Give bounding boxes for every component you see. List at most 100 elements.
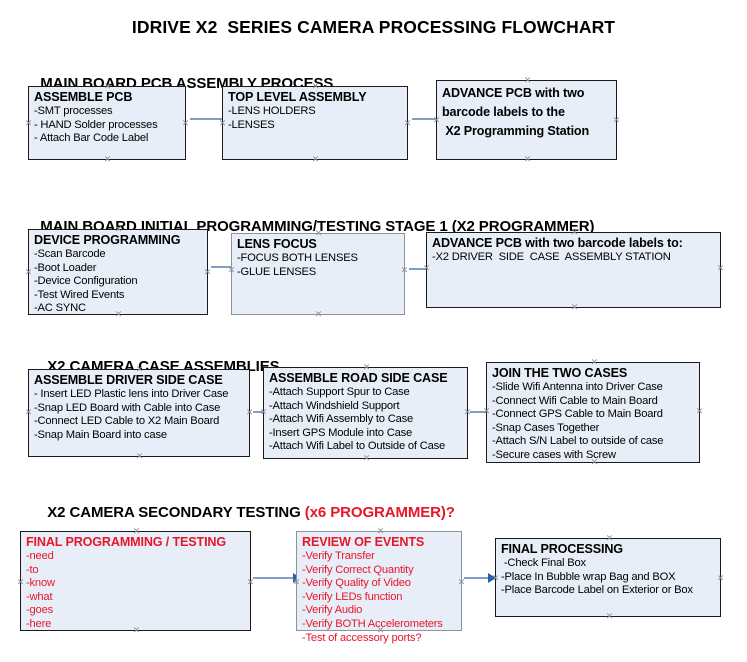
handle-icon[interactable]: ✕ [612, 115, 621, 125]
box-line: - Insert LED Plastic lens into Driver Ca… [34, 388, 229, 400]
handle-icon[interactable]: ✕ [716, 573, 725, 583]
handle-icon[interactable]: ✕ [24, 267, 33, 277]
handle-icon[interactable]: ✕ [227, 265, 236, 275]
box-line: -Check Final Box [501, 557, 586, 569]
box-line: -Attach Support Spur to Case [269, 386, 410, 398]
box-line: -LENSES [228, 118, 275, 131]
box-line: -Connect Wifi Cable to Main Board [492, 394, 658, 407]
handle-icon[interactable]: ✕ [716, 263, 725, 273]
box-advance-pcb-2[interactable]: ADVANCE PCB with two barcode labels to: … [423, 228, 725, 312]
handle-icon[interactable]: ✕ [218, 118, 227, 128]
box-title: LENS FOCUS [237, 237, 317, 251]
box-line: -Attach Wifi Label to Outside of Case [269, 440, 446, 453]
box-line: -SMT processes [34, 105, 113, 117]
box-line: -need [26, 550, 54, 562]
box-line: -Test Wired Events [34, 288, 125, 301]
box-line: -Secure cases with Screw [492, 448, 616, 461]
box-line: -Verify BOTH Accelerometers [302, 617, 443, 630]
box-line: -Insert GPS Module into Case [269, 426, 413, 439]
box-line: -Verify Correct Quantity [302, 563, 414, 576]
box-title: ASSEMBLE DRIVER SIDE CASE [34, 373, 223, 387]
box-title: FINAL PROGRAMMING / TESTING [26, 535, 227, 549]
box-line: -to [26, 563, 39, 576]
handle-icon[interactable]: ✕ [523, 154, 532, 164]
handle-icon[interactable]: ✕ [245, 407, 254, 417]
handle-icon[interactable]: ✕ [695, 406, 704, 416]
box-line: -goes [26, 604, 53, 617]
box-title: TOP LEVEL ASSEMBLY [228, 90, 367, 104]
box-line: -Verify Quality of Video [302, 577, 411, 590]
box-line: -here [26, 617, 52, 630]
handle-icon[interactable]: ✕ [259, 407, 268, 417]
connector-line [253, 577, 295, 579]
box-title: DEVICE PROGRAMMING [34, 233, 181, 247]
box-line: -Connect GPS Cable to Main Board [492, 408, 663, 421]
handle-icon[interactable]: ✕ [314, 309, 323, 319]
handle-icon[interactable]: ✕ [362, 453, 371, 463]
box-line: -Device Configuration [34, 275, 138, 288]
box-line: -AC SYNC [34, 302, 86, 315]
box-top-level-assembly[interactable]: TOP LEVEL ASSEMBLY -LENS HOLDERS -LENSES… [219, 82, 412, 164]
box-line: -Slide Wifi Antenna into Driver Case [492, 381, 663, 393]
box-line: -Place In Bubble wrap Bag and BOX [501, 570, 676, 583]
box-line: -Place Barcode Label on Exterior or Box [501, 584, 693, 597]
handle-icon[interactable]: ✕ [463, 407, 472, 417]
box-line: -X2 DRIVER SIDE CASE ASSEMBLY STATION [432, 251, 671, 263]
box-line: -Snap Main Board into case [34, 428, 167, 441]
connector-arrow [464, 572, 498, 584]
box-title: ADVANCE PCB with two barcode labels to t… [442, 86, 589, 138]
handle-icon[interactable]: ✕ [246, 577, 255, 587]
box-final-processing[interactable]: FINAL PROCESSING -Check Final Box -Place… [492, 534, 725, 621]
handle-icon[interactable]: ✕ [482, 406, 491, 416]
box-line: -Boot Loader [34, 261, 97, 274]
box-line: -Snap LED Board with Cable into Case [34, 401, 221, 414]
box-line: -Attach Wifi Assembly to Case [269, 413, 414, 426]
handle-icon[interactable]: ✕ [432, 115, 441, 125]
box-line: -Snap Cases Together [492, 421, 600, 434]
handle-icon[interactable]: ✕ [491, 573, 500, 583]
page-title: IDRIVE X2 SERIES CAMERA PROCESSING FLOWC… [131, 17, 616, 37]
box-title: FINAL PROCESSING [501, 542, 623, 556]
box-line: -what [26, 590, 53, 603]
box-title: REVIEW OF EVENTS [302, 535, 425, 549]
handle-icon[interactable]: ✕ [457, 577, 466, 587]
handle-icon[interactable]: ✕ [400, 265, 409, 275]
box-line: -Attach S/N Label to outside of case [492, 435, 664, 448]
box-title: ADVANCE PCB with two barcode labels to: [432, 236, 683, 250]
handle-icon[interactable]: ✕ [403, 118, 412, 128]
box-assemble-pcb[interactable]: ASSEMBLE PCB -SMT processes - HAND Solde… [25, 82, 190, 164]
connector-line [464, 577, 490, 579]
box-line: -FOCUS BOTH LENSES [237, 252, 358, 264]
box-line: -LENS HOLDERS [228, 105, 316, 117]
box-line: -Scan Barcode [34, 248, 106, 260]
handle-icon[interactable]: ✕ [203, 267, 212, 277]
handle-icon[interactable]: ✕ [16, 577, 25, 587]
box-title: ASSEMBLE ROAD SIDE CASE [269, 371, 448, 385]
box-line: -Test of accessory ports? [302, 631, 422, 644]
handle-icon[interactable]: ✕ [605, 611, 614, 621]
handle-icon[interactable]: ✕ [24, 118, 33, 128]
handle-icon[interactable]: ✕ [24, 407, 33, 417]
section-heading-4-text: X2 CAMERA SECONDARY TESTING [47, 504, 305, 521]
box-assemble-road-side-case[interactable]: ASSEMBLE ROAD SIDE CASE -Attach Support … [260, 363, 472, 463]
box-lens-focus[interactable]: LENS FOCUS -FOCUS BOTH LENSES -GLUE LENS… [228, 229, 409, 319]
box-advance-pcb-1[interactable]: ADVANCE PCB with two barcode labels to t… [433, 76, 621, 164]
box-title: JOIN THE TWO CASES [492, 366, 628, 380]
box-final-programming-testing[interactable]: FINAL PROGRAMMING / TESTING -need -to -k… [17, 527, 255, 635]
box-review-of-events[interactable]: REVIEW OF EVENTS -Verify Transfer -Verif… [293, 527, 466, 644]
box-join-the-two-cases[interactable]: JOIN THE TWO CASES -Slide Wifi Antenna i… [483, 358, 704, 467]
box-line: -GLUE LENSES [237, 265, 317, 278]
section-heading-4: X2 CAMERA SECONDARY TESTING (x6 PROGRAMM… [31, 487, 455, 538]
handle-icon[interactable]: ✕ [292, 577, 301, 587]
box-line: -Verify Transfer [302, 550, 375, 562]
handle-icon[interactable]: ✕ [103, 154, 112, 164]
handle-icon[interactable]: ✕ [181, 118, 190, 128]
box-device-programming[interactable]: DEVICE PROGRAMMING -Scan Barcode -Boot L… [25, 225, 212, 319]
handle-icon[interactable]: ✕ [311, 154, 320, 164]
handle-icon[interactable]: ✕ [135, 451, 144, 461]
box-assemble-driver-side-case[interactable]: ASSEMBLE DRIVER SIDE CASE - Insert LED P… [25, 365, 254, 461]
box-line: -Verify LEDs function [302, 590, 403, 603]
handle-icon[interactable]: ✕ [422, 263, 431, 273]
handle-icon[interactable]: ✕ [570, 302, 579, 312]
